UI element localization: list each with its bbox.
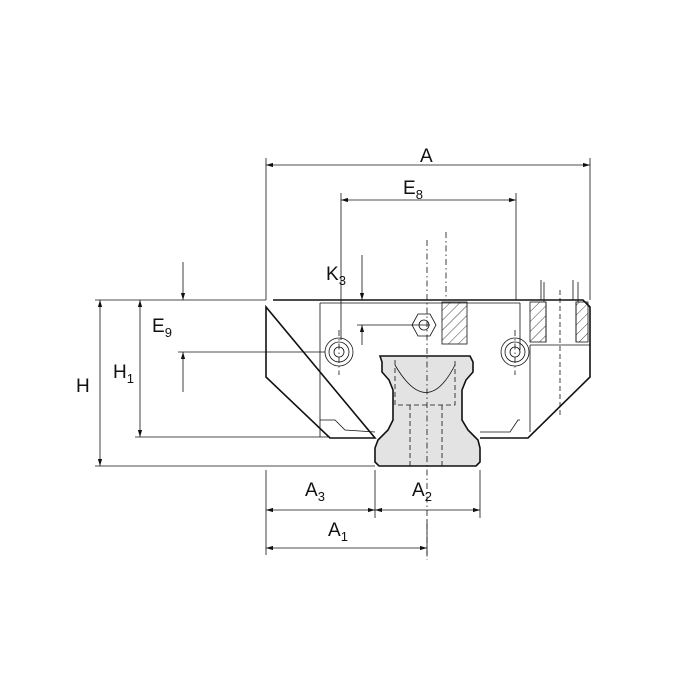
carriage-block <box>265 280 591 439</box>
label-A3: A3 <box>305 480 325 504</box>
label-E8: E8 <box>403 178 423 202</box>
label-A1: A1 <box>328 520 348 544</box>
label-E9: E9 <box>152 316 172 340</box>
label-A: A <box>420 146 433 167</box>
guide-rail <box>374 355 481 467</box>
label-A2: A2 <box>412 480 432 504</box>
label-H: H <box>76 376 90 397</box>
label-H1: H1 <box>113 362 134 386</box>
label-K3: K3 <box>326 264 346 288</box>
